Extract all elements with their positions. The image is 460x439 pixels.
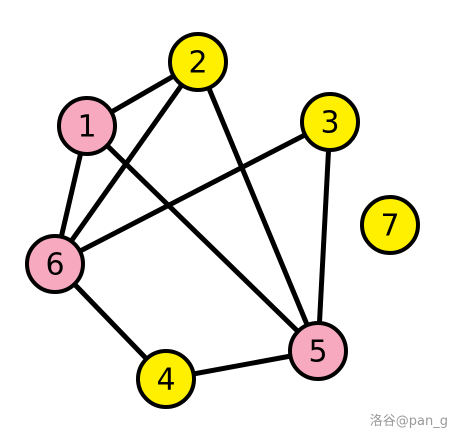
node-2-label: 2 (188, 46, 207, 81)
node-5-label: 5 (308, 335, 327, 370)
edges-layer (52, 59, 333, 382)
node-3: 3 (300, 92, 360, 152)
node-5-circle (288, 321, 348, 381)
edge-2-6 (52, 59, 201, 267)
node-1-circle (57, 96, 117, 156)
node-2-circle (168, 32, 228, 92)
node-5: 5 (288, 321, 348, 381)
node-2: 2 (168, 32, 228, 92)
edge-3-6 (52, 119, 333, 267)
node-3-label: 3 (320, 106, 339, 141)
watermark: 洛谷@pan_g (369, 414, 448, 429)
edge-2-5 (195, 59, 321, 354)
node-4-label: 4 (156, 363, 175, 398)
node-3-circle (300, 92, 360, 152)
node-6: 6 (25, 234, 85, 294)
nodes-layer: 1 2 3 4 5 6 7 (25, 32, 420, 409)
node-7: 7 (360, 195, 420, 255)
node-1: 1 (57, 96, 117, 156)
node-4-circle (136, 349, 196, 409)
node-7-label: 7 (380, 209, 399, 244)
node-1-label: 1 (77, 110, 96, 145)
node-6-label: 6 (45, 248, 64, 283)
node-7-circle (360, 195, 420, 255)
edge-3-5 (315, 119, 333, 354)
node-4: 4 (136, 349, 196, 409)
edge-1-5 (84, 123, 321, 354)
node-6-circle (25, 234, 85, 294)
